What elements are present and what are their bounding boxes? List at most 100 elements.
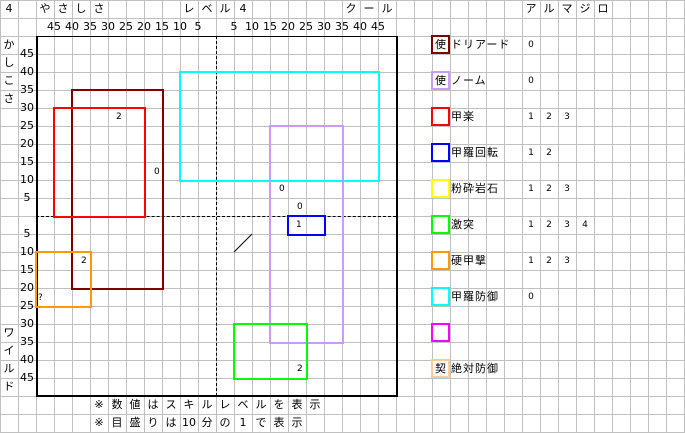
footnote-char: 表	[273, 416, 285, 429]
footnote-char: ※	[94, 398, 104, 411]
legend-level: 3	[564, 256, 570, 266]
region-label: 2	[297, 364, 303, 374]
legend-level: 2	[546, 184, 552, 194]
legend-swatch	[431, 287, 450, 306]
legend-swatch	[431, 179, 450, 198]
diagonal-segment	[233, 233, 253, 253]
footnote-char: 示	[309, 398, 321, 411]
footnote-char: ル	[255, 398, 267, 411]
legend-swatch	[431, 107, 450, 126]
x-tick-label: 45	[47, 20, 61, 33]
legend-swatch: 契	[431, 359, 450, 378]
x-tick-label: 40	[65, 20, 79, 33]
region-label: 0	[154, 167, 160, 177]
legend-name: ノーム	[451, 74, 487, 87]
y-tick-label: 15	[20, 155, 34, 168]
x-tick-label: 20	[281, 20, 295, 33]
legend-name: 甲羅回転	[451, 146, 499, 159]
x-tick-label: 15	[155, 20, 169, 33]
legend-swatch: 使	[431, 71, 450, 90]
region-激突	[233, 323, 308, 380]
horizontal-axis-line	[36, 216, 396, 217]
level-title-char: レ	[183, 2, 195, 15]
region-label: 0	[297, 202, 303, 212]
x-tick-label: 10	[245, 20, 259, 33]
footnote-char: 10	[182, 416, 196, 429]
footnote-char: は	[165, 416, 177, 429]
x-tick-label: 10	[173, 20, 187, 33]
footnote-char: 盛	[129, 416, 141, 429]
legend-swatch	[431, 143, 450, 162]
y-tick-label: 5	[23, 191, 31, 204]
x-tick-label: 40	[353, 20, 367, 33]
y-tick-label: 45	[20, 47, 34, 60]
legend-swatch	[431, 215, 450, 234]
y-tick-label: 35	[20, 83, 34, 96]
legend-level: 1	[528, 148, 534, 158]
footnote-char: の	[219, 416, 231, 429]
y-title-char: し	[3, 56, 15, 69]
axis-title-char: や	[39, 2, 51, 15]
x-tick-label: 35	[335, 20, 349, 33]
region-label: 2	[81, 256, 87, 266]
level-title-char: ル	[219, 2, 231, 15]
legend-level: 2	[546, 256, 552, 266]
region-甲羅回転	[287, 215, 326, 236]
region-甲羅防御	[179, 71, 380, 182]
legend-level: 1	[528, 112, 534, 122]
y-tick-label: 25	[20, 119, 34, 132]
x-tick-label: 30	[101, 20, 115, 33]
legend-name: 粉砕岩石	[451, 182, 499, 195]
y-tick-label: 25	[20, 299, 34, 312]
legend-level: 3	[564, 184, 570, 194]
legend-level: 1	[528, 256, 534, 266]
region-label: 1	[296, 220, 302, 230]
y-title-char: ド	[3, 380, 15, 393]
y-tick-label: 20	[20, 137, 34, 150]
footnote-char: 値	[129, 398, 141, 411]
legend-swatch	[431, 323, 450, 342]
region-label: 2	[116, 112, 122, 122]
y-title-char: こ	[3, 74, 15, 87]
footnote-char: 目	[111, 416, 123, 429]
legend-header-char: マ	[561, 2, 573, 15]
footnote-char: を	[273, 398, 285, 411]
legend-level: 2	[546, 112, 552, 122]
axis-title-char: ー	[363, 2, 375, 15]
footnote-char: は	[147, 398, 159, 411]
legend-level: 2	[546, 148, 552, 158]
legend-header-char: ジ	[579, 2, 591, 15]
legend-name: 激突	[451, 218, 475, 231]
legend-level: 0	[528, 40, 534, 50]
y-tick-label: 10	[20, 173, 34, 186]
x-tick-label: 25	[299, 20, 313, 33]
footnote-char: ル	[201, 398, 213, 411]
legend-header-char: ロ	[597, 2, 609, 15]
footnote-char: ベ	[237, 398, 249, 411]
x-tick-label: 15	[263, 20, 277, 33]
x-tick-label: 5	[230, 20, 238, 33]
legend-level: 4	[582, 220, 588, 230]
legend-header-char: ア	[525, 2, 537, 15]
axis-title-char: さ	[93, 2, 105, 15]
level-title-char: ベ	[201, 2, 213, 15]
legend-level: 3	[564, 220, 570, 230]
legend-level: 2	[546, 220, 552, 230]
level-value: 4	[239, 2, 247, 15]
footnote-char: で	[255, 416, 267, 429]
y-title-char: ル	[3, 362, 15, 375]
y-title-char: ワ	[3, 326, 15, 339]
axis-title-char: ク	[345, 2, 357, 15]
y-title-char: イ	[3, 344, 15, 357]
axis-title-char: ル	[381, 2, 393, 15]
footnote-char: 表	[291, 398, 303, 411]
region-ドリアード	[71, 89, 164, 290]
y-tick-label: 40	[20, 65, 34, 78]
x-tick-label: 30	[317, 20, 331, 33]
legend-level: 3	[564, 112, 570, 122]
y-tick-label: 30	[20, 101, 34, 114]
legend-swatch: 使	[431, 35, 450, 54]
y-tick-label: 35	[20, 335, 34, 348]
x-tick-label: 25	[119, 20, 133, 33]
region-甲楽	[53, 107, 146, 218]
